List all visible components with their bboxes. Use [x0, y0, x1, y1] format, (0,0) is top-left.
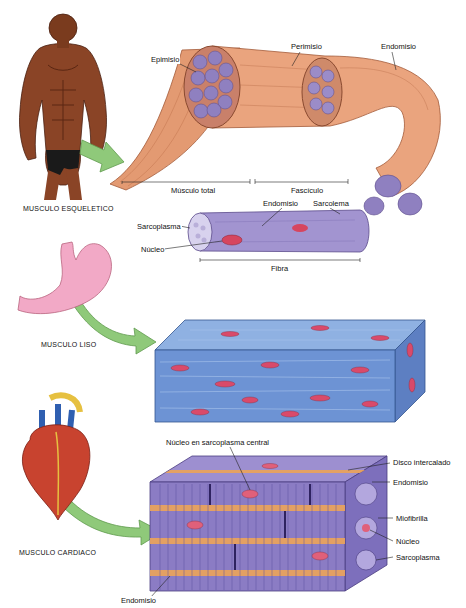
part-label: Sarcolema: [312, 199, 350, 208]
part-label: Núcleo: [395, 537, 420, 546]
part-label: Fascículo: [290, 186, 324, 195]
part-label: Disco intercalado: [392, 458, 452, 467]
part-label: Epimisio: [150, 55, 180, 64]
part-label: Endomisio: [120, 596, 157, 605]
part-label: Miofibrilla: [395, 514, 429, 523]
part-label: Sarcoplasma: [136, 222, 182, 231]
part-label: Núcleo en sarcoplasma central: [165, 438, 270, 447]
part-label: Endomisio: [380, 42, 417, 51]
section-caption: MUSCULO ESQUELETICO: [22, 204, 115, 213]
leader-line: [122, 52, 396, 598]
part-label: Perimisio: [290, 42, 323, 51]
part-label: Endomisio: [262, 199, 299, 208]
part-label: Fibra: [270, 264, 289, 273]
part-label: Endomisio: [392, 478, 429, 487]
part-label: Sarcoplasma: [395, 553, 441, 562]
cardiac-muscle-block: [150, 456, 387, 591]
part-label: Músculo total: [170, 186, 216, 195]
section-caption: MUSCULO CARDIACO: [18, 548, 97, 557]
smooth-muscle-block: [155, 320, 425, 422]
skeletal-muscle-bundle: [110, 46, 440, 252]
heart-organ: [22, 395, 89, 520]
human-figure: [19, 14, 106, 200]
section-caption: MUSCULO LISO: [40, 340, 97, 349]
stomach-organ: [18, 242, 111, 314]
part-label: Núcleo: [140, 245, 165, 254]
